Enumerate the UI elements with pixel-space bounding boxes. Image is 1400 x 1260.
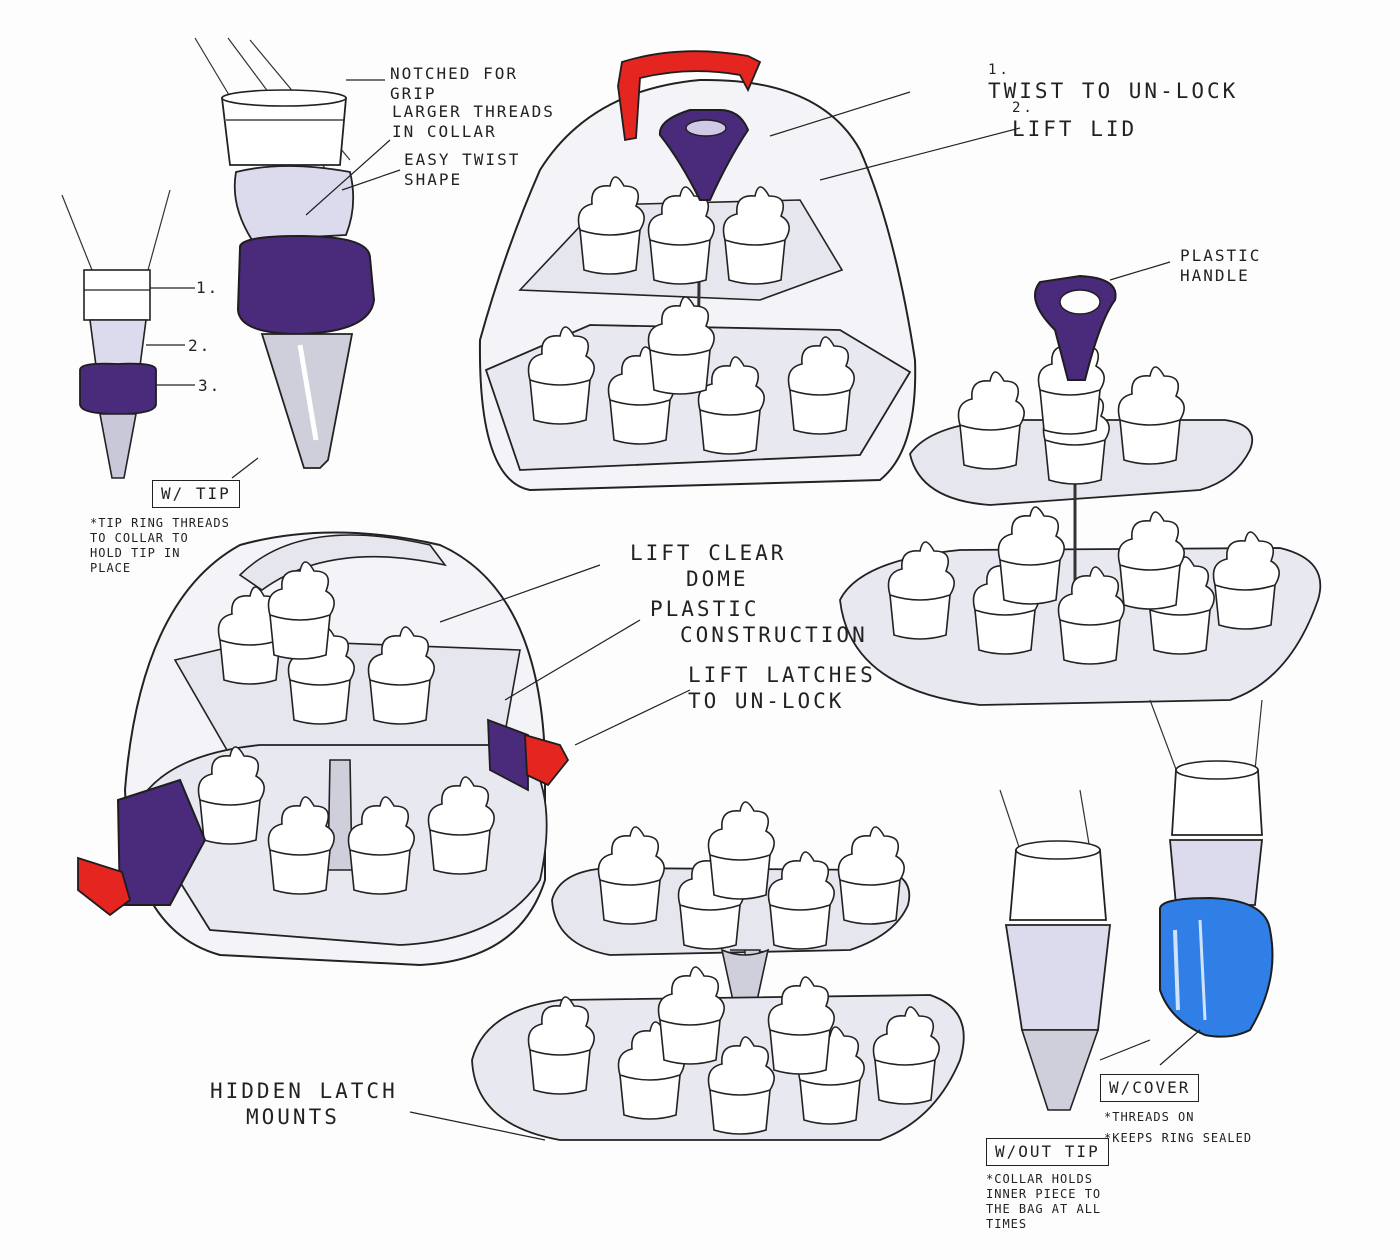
note-step-2-lift-lid: 2. LIFT LID [1012, 100, 1138, 141]
note-plastic-handle: PLASTIC HANDLE [1180, 246, 1262, 285]
piping-bag-small [61, 189, 195, 479]
step-label-2: 2. [188, 336, 212, 355]
two-tier-stand-bottom [409, 801, 965, 1141]
note-cover-details: *THREADS ON *KEEPS RING SEALED [1104, 1110, 1253, 1145]
tip-without [999, 789, 1151, 1111]
note-larger-threads: LARGER THREADS IN COLLAR [392, 102, 555, 141]
note-plastic-construction: PLASTIC CONSTRUCTION [650, 597, 868, 647]
latched-carrier-left [77, 531, 691, 967]
note-notched-for-grip: NOTCHED FOR GRIP [390, 64, 518, 103]
two-tier-stand-right [839, 261, 1322, 706]
note-easy-twist: EASY TWIST SHAPE [404, 150, 521, 189]
tip-with-cover [1149, 699, 1274, 1066]
note-hidden-latch-mounts: HIDDEN LATCH MOUNTS [210, 1079, 398, 1129]
note-lift-clear-dome: LIFT CLEAR DOME [630, 541, 787, 591]
note-tip-ring-threads: *TIP RING THREADS TO COLLAR TO HOLD TIP … [90, 516, 230, 575]
step-label-1: 1. [196, 278, 220, 297]
note-lift-latches: LIFT LATCHES TO UN-LOCK [688, 663, 876, 713]
step-label-3: 3. [198, 376, 222, 395]
note-collar-holds: *COLLAR HOLDS INNER PIECE TO THE BAG AT … [986, 1172, 1102, 1231]
note-step-1-twist: 1. TWIST TO UN-LOCK [988, 62, 1239, 103]
label-with-cover: W/COVER [1100, 1074, 1200, 1102]
label-with-tip: W/ TIP [152, 480, 240, 508]
label-without-tip: W/OUT TIP [986, 1138, 1109, 1166]
piping-bag-large [194, 37, 401, 479]
dome-carrier-top [478, 50, 1021, 492]
